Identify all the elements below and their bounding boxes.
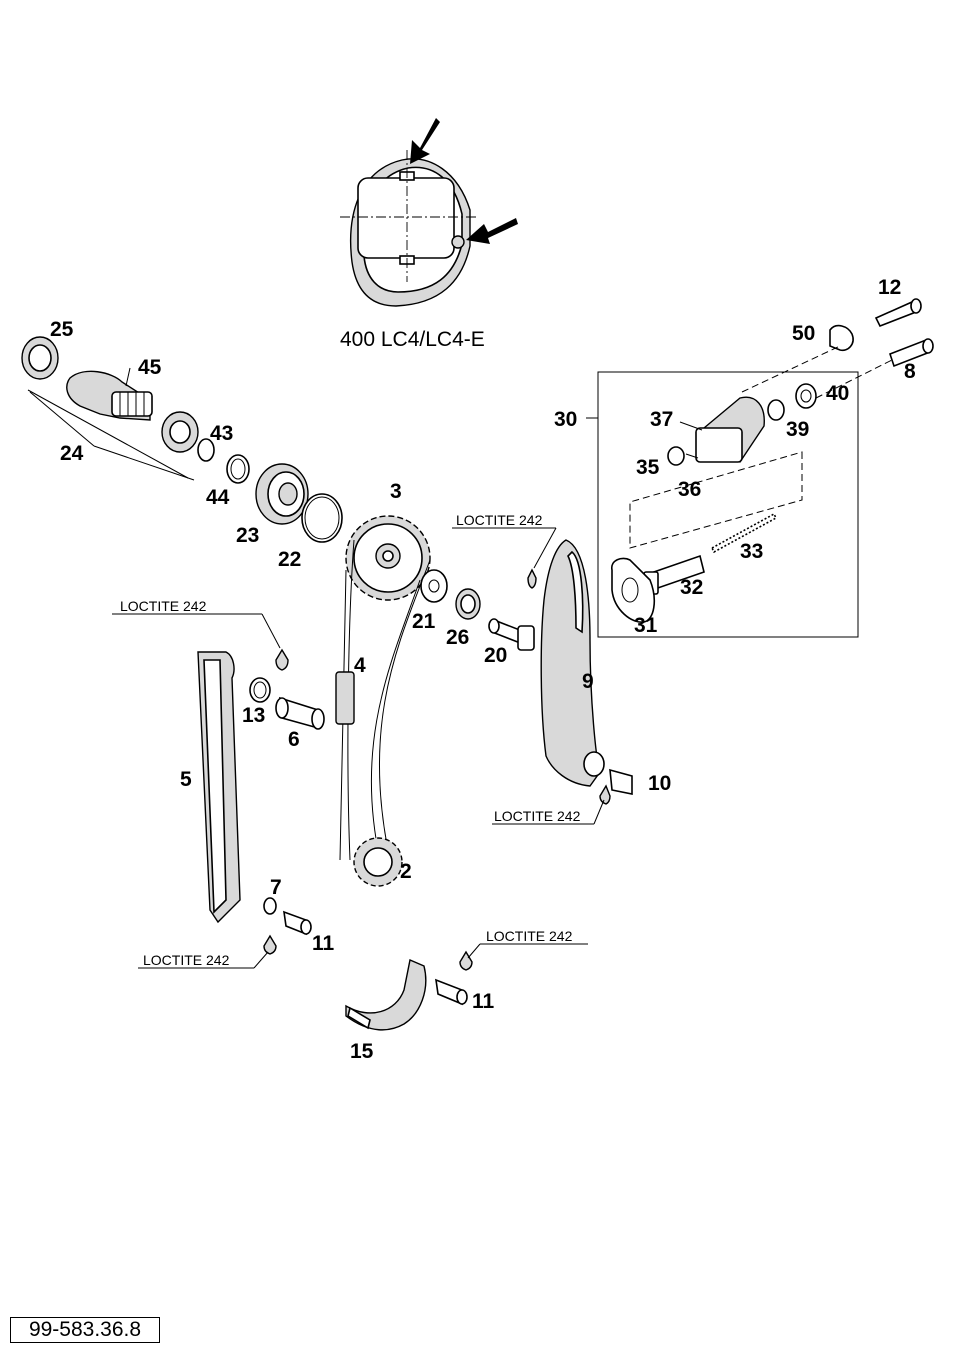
part-label: 22 — [278, 548, 301, 571]
loctite-callouts: LOCTITE 242 LOCTITE 242 LOCTITE 242 LOCT… — [112, 512, 605, 969]
part-label: 9 — [582, 670, 594, 693]
leader-lines — [29, 367, 195, 481]
part-labels: 25 45 24 43 44 23 22 3 21 26 20 4 13 6 5… — [50, 276, 916, 1063]
part-label: 11 — [312, 932, 335, 955]
part-label: 5 — [180, 768, 192, 791]
part-label: 23 — [236, 524, 259, 547]
inset-caption: 400 LC4/LC4-E — [340, 328, 485, 351]
part-label: 8 — [904, 360, 916, 383]
part-label: 26 — [446, 626, 469, 649]
part-label: 50 — [792, 322, 815, 345]
tensioner-assembly — [586, 298, 934, 638]
part-label: 2 — [400, 860, 412, 883]
tensioner-rail-group — [488, 539, 633, 805]
part-label: 24 — [60, 442, 84, 465]
part-label: 44 — [206, 486, 230, 509]
part-label: 37 — [650, 408, 673, 431]
part-label: 10 — [648, 772, 671, 795]
part-label: 7 — [270, 876, 282, 899]
loctite-label: LOCTITE 242 — [494, 808, 581, 824]
camshaft-group — [21, 336, 343, 543]
arrow-icon — [466, 218, 518, 244]
part-label: 40 — [826, 382, 849, 405]
part-label: 11 — [472, 990, 495, 1013]
part-label: 45 — [138, 356, 162, 379]
document-id-box: 99-583.36.8 — [10, 1317, 160, 1343]
part-label: 36 — [678, 478, 701, 501]
chain-guide-group — [197, 648, 325, 955]
part-label: 25 — [50, 318, 74, 341]
part-label: 13 — [242, 704, 265, 727]
loctite-label: LOCTITE 242 — [486, 928, 573, 944]
part-label: 21 — [412, 610, 436, 633]
loctite-label: LOCTITE 242 — [143, 952, 230, 968]
part-label: 39 — [786, 418, 809, 441]
part-label: 32 — [680, 576, 703, 599]
loctite-label: LOCTITE 242 — [456, 512, 543, 528]
part-label: 12 — [878, 276, 901, 299]
arrow-icon — [410, 118, 440, 164]
timing-drive-group — [335, 515, 481, 887]
part-label: 20 — [484, 644, 507, 667]
inset-sprocket-detail: 400 LC4/LC4-E — [340, 118, 518, 351]
loctite-label: LOCTITE 242 — [120, 598, 207, 614]
part-label: 3 — [390, 480, 402, 503]
part-label: 31 — [634, 614, 658, 637]
part-label: 15 — [350, 1040, 374, 1063]
part-label: 4 — [354, 654, 366, 677]
part-label: 33 — [740, 540, 763, 563]
part-label: 30 — [554, 408, 577, 431]
part-label: 35 — [636, 456, 660, 479]
lower-guide-group — [345, 950, 473, 1031]
part-label: 43 — [210, 422, 233, 445]
part-label: 6 — [288, 728, 300, 751]
